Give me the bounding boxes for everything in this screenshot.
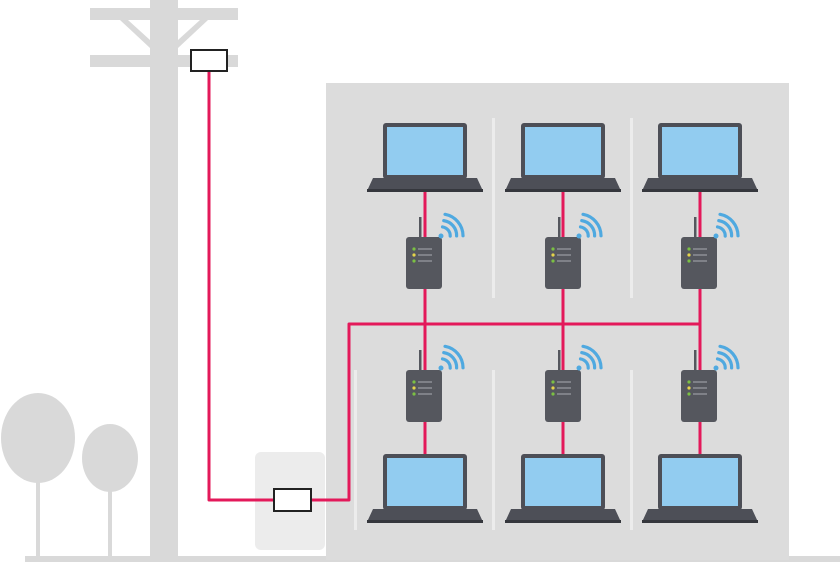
entry-junction-box <box>273 488 312 512</box>
tree-icon <box>1 393 75 560</box>
laptop-icon <box>367 123 483 192</box>
laptop-icon <box>367 454 483 523</box>
laptop-icon <box>505 454 621 523</box>
cable-entry-to-bus <box>310 322 700 502</box>
tree-icon <box>82 424 138 560</box>
pole-junction-box <box>190 49 228 72</box>
utility-pole-icon <box>90 0 238 560</box>
laptop-icon <box>505 123 621 192</box>
laptop-icon <box>642 123 758 192</box>
cable-pole-to-entry <box>207 72 275 502</box>
laptop-icon <box>642 454 758 523</box>
